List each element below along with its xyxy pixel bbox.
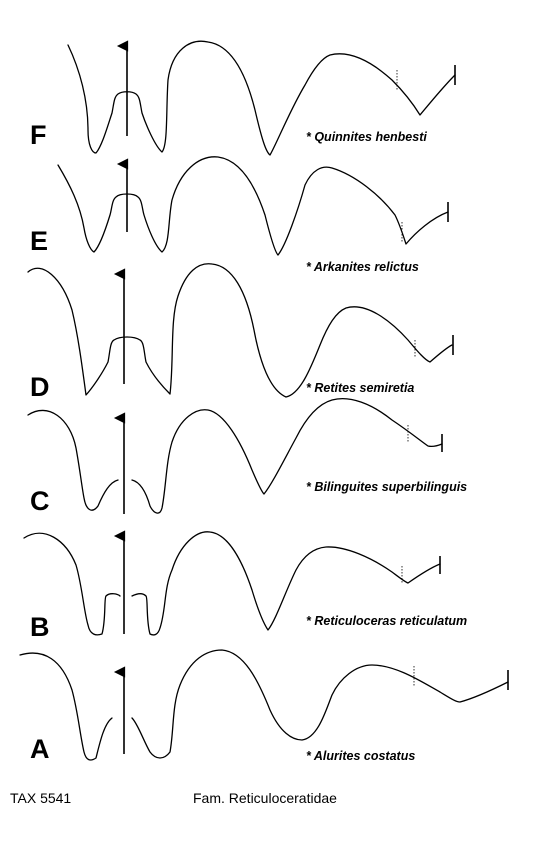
row-letter-b: B: [30, 612, 50, 642]
species-label-e: * Arkanites relictus: [306, 260, 419, 274]
suture-row-d: D * Retites semiretia: [27, 263, 454, 402]
suture-line-a: [19, 649, 509, 761]
suture-line-e: [57, 156, 449, 256]
row-letter-a: A: [30, 734, 50, 764]
species-label-c: * Bilinguites superbilinguis: [306, 480, 467, 494]
species-label-a: * Alurites costatus: [306, 749, 415, 763]
suture-row-c: C * Bilinguites superbilinguis: [27, 398, 467, 516]
species-label-f: * Quinnites henbesti: [306, 130, 427, 144]
suture-line-d: [27, 263, 453, 398]
row-letter-e: E: [30, 226, 48, 256]
suture-line-c: [27, 398, 443, 514]
family-name: Fam. Reticuloceratidae: [193, 790, 337, 806]
row-letter-c: C: [30, 486, 50, 516]
row-letter-f: F: [30, 120, 47, 150]
suture-row-b: B * Reticuloceras reticulatum: [23, 530, 467, 642]
row-letter-d: D: [30, 372, 50, 402]
suture-line-b: [23, 531, 441, 636]
suture-row-f: F * Quinnites henbesti: [30, 40, 456, 156]
species-label-b: * Reticuloceras reticulatum: [306, 614, 467, 628]
species-label-d: * Retites semiretia: [306, 381, 414, 395]
suture-row-e: E * Arkanites relictus: [30, 156, 449, 274]
suture-row-a: A * Alurites costatus: [19, 649, 509, 764]
suture-line-f: [67, 40, 456, 156]
catalog-number: TAX 5541: [10, 790, 72, 806]
